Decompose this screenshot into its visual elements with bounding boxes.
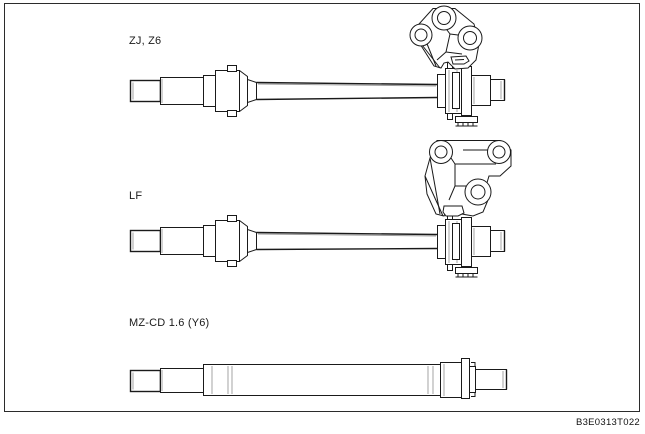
figure-reference-code: B3E0313T022 — [575, 417, 640, 428]
assembly-region-zj-z6 — [125, 8, 515, 133]
assembly-region-mz-cd — [125, 358, 520, 403]
figure-frame-border — [4, 3, 640, 412]
variant-label-zj-z6: ZJ, Z6 — [129, 35, 162, 47]
variant-label-lf: LF — [129, 190, 143, 202]
assembly-region-lf — [125, 138, 520, 273]
variant-label-mz-cd: MZ-CD 1.6 (Y6) — [129, 317, 210, 329]
